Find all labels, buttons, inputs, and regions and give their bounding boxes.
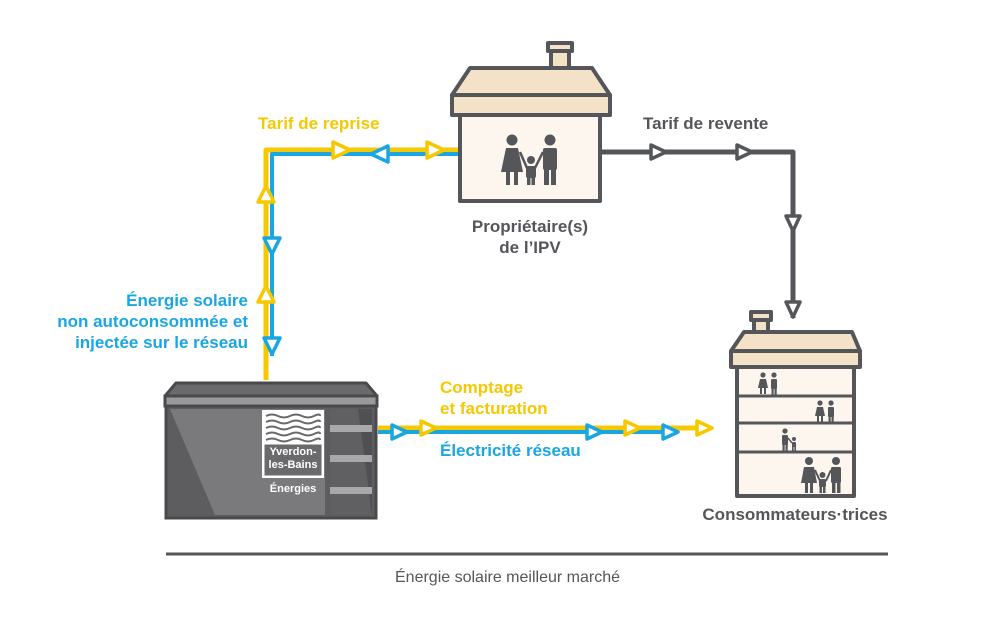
couple-icon [815, 400, 834, 423]
residents-icon [758, 372, 841, 493]
electricite-reseau-label: Électricité réseau [440, 441, 581, 460]
tarif-reprise-label: Tarif de reprise [258, 114, 380, 133]
arrow-icon [331, 140, 352, 160]
comptage-label: Comptage et facturation [440, 377, 548, 419]
arrow-icon [695, 419, 714, 437]
utility-subtitle: Énergies [269, 483, 317, 495]
tarif-revente-line [600, 149, 796, 318]
consommateurs-label: Consommateurs·trices [702, 505, 888, 524]
proprietaires-label: Propriétaire(s) de l’IPV [440, 216, 620, 258]
arrow-icon [256, 184, 276, 204]
arrow-icon [390, 423, 409, 441]
arrow-icon [262, 236, 282, 256]
owner-house-icon [450, 41, 612, 203]
arrow-icon [369, 144, 390, 164]
utility-logo: Yverdon- les-Bains [264, 446, 322, 472]
tarif-reprise-line [263, 147, 458, 380]
arrow-icon [262, 336, 282, 356]
family-icon [501, 134, 557, 185]
comptage-line-2: et facturation [440, 399, 548, 418]
logo-line-1: Yverdon- [269, 446, 317, 458]
parent-child-icon [782, 428, 796, 451]
arrow-icon [784, 300, 802, 319]
family-icon [801, 457, 841, 493]
arrow-icon [256, 284, 276, 304]
arrow-icon [661, 423, 680, 441]
injection-line [270, 152, 458, 356]
energie-solaire-line-2: non autoconsommée et [57, 312, 248, 331]
comptage-line-1: Comptage [440, 378, 524, 397]
energie-solaire-line-3: injectée sur le réseau [75, 333, 248, 352]
utility-building-icon [163, 381, 379, 520]
arrow-icon [623, 419, 642, 437]
arrow-icon [649, 143, 668, 161]
arrow-icon [425, 140, 446, 160]
waves-logo-icon [265, 413, 321, 443]
arrow-icon [419, 419, 438, 437]
proprietaires-line-2: de l’IPV [499, 238, 561, 257]
proprietaires-line-1: Propriétaire(s) [471, 217, 589, 236]
energie-solaire-line-1: Énergie solaire [126, 291, 248, 310]
arrow-icon [585, 423, 604, 441]
arrow-icon [735, 143, 754, 161]
tarif-revente-label: Tarif de revente [643, 114, 769, 133]
footer-caption: Énergie solaire meilleur marché [395, 569, 620, 586]
energie-solaire-label: Énergie solaire non autoconsommée et inj… [57, 290, 248, 353]
couple-icon [758, 372, 777, 395]
logo-line-2: les-Bains [268, 459, 318, 471]
arrow-icon [784, 214, 802, 233]
